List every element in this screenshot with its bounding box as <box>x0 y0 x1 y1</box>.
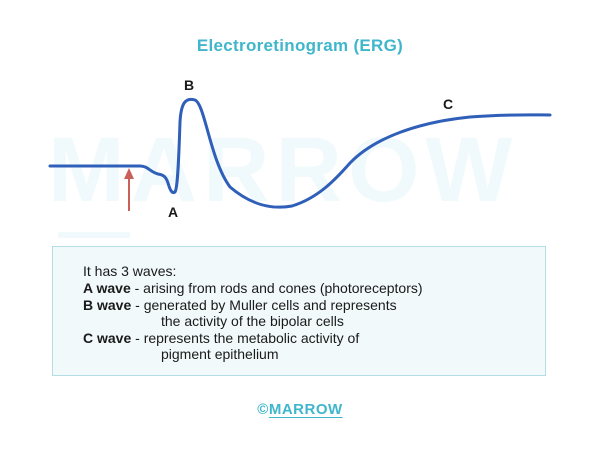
c-wave-term: C wave <box>83 330 132 346</box>
b-wave-text: - generated by Muller cells and represen… <box>131 297 397 313</box>
watermark-bar <box>58 232 130 238</box>
b-wave-line: B wave - generated by Muller cells and r… <box>83 297 397 313</box>
c-wave-line: C wave - represents the metabolic activi… <box>83 330 359 346</box>
c-wave-text-cont: pigment epithelium <box>161 346 279 362</box>
copyright-symbol: © <box>257 401 269 418</box>
c-wave-label: C <box>443 96 454 112</box>
stimulus-arrow <box>124 168 134 211</box>
brand-name: MARROW <box>268 401 343 418</box>
b-wave-term: B wave <box>83 297 132 313</box>
a-wave-label: A <box>168 204 179 220</box>
b-wave-label: B <box>184 77 195 93</box>
description-box: It has 3 waves: A wave - arising from ro… <box>52 246 546 376</box>
c-wave-text: - represents the metabolic activity of <box>131 330 360 346</box>
watermark: MARROW <box>48 119 519 221</box>
description-intro: It has 3 waves: <box>83 263 177 279</box>
erg-curve <box>48 97 552 209</box>
footer-brand: ©MARROW <box>0 401 600 418</box>
a-wave-term: A wave <box>83 280 131 296</box>
page-title: Electroretinogram (ERG) <box>196 36 404 55</box>
a-wave-line: A wave - arising from rods and cones (ph… <box>83 280 423 296</box>
b-wave-text-cont: the activity of the bipolar cells <box>161 313 344 329</box>
a-wave-text: - arising from rods and cones (photorece… <box>130 280 423 296</box>
